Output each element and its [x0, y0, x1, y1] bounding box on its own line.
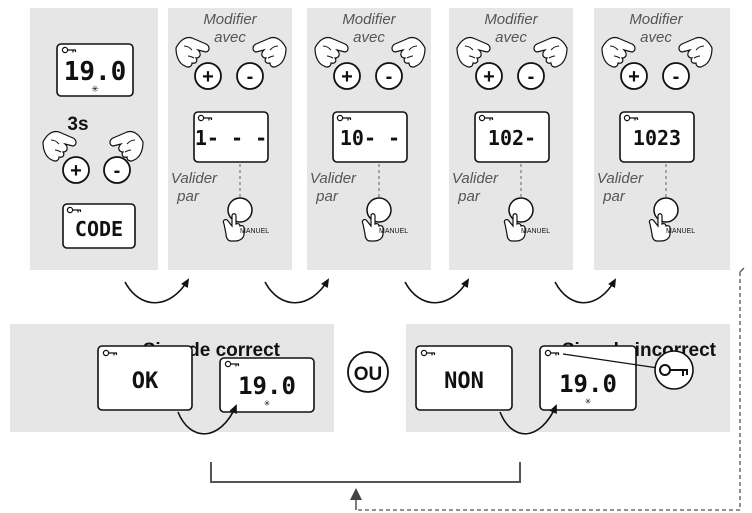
flow-arrow [124, 278, 190, 304]
validate-hint-line1: Valider [597, 170, 644, 187]
minus-button[interactable]: - [103, 156, 131, 184]
return-path-tick [739, 267, 745, 273]
results-bracket [210, 462, 521, 483]
modify-hint-line1: Modifier [484, 11, 538, 28]
plus-button[interactable]: + [475, 62, 503, 90]
lcd-value: NON [444, 369, 484, 394]
lcd-value: 19.0 [238, 372, 296, 400]
plus-label: + [70, 160, 82, 182]
lcd-value: 102- [488, 126, 536, 150]
validate-hint-line2: par [457, 188, 481, 205]
lcd-display: 1023 [619, 111, 695, 163]
minus-label: - [247, 66, 254, 88]
snowflake-icon: ✳ [585, 397, 592, 406]
hold-duration: 3s [67, 114, 88, 135]
validate-hint-line1: Valider [452, 170, 499, 187]
modify-hint-line2: avec [640, 29, 672, 46]
lcd-display: OK [97, 345, 193, 411]
manual-label: MANUEL [379, 228, 408, 235]
or-label: OU [354, 364, 383, 385]
modify-hint-line2: avec [214, 29, 246, 46]
flow-arrow [177, 404, 237, 435]
modify-hint-line1: Modifier [342, 11, 396, 28]
plus-button[interactable]: + [194, 62, 222, 90]
lcd-value: 19.0 [559, 370, 617, 398]
validate-hint-line2: par [602, 188, 626, 205]
or-badge: OU [347, 351, 389, 393]
return-arrow-head [350, 488, 362, 500]
plus-button[interactable]: + [62, 156, 90, 184]
lcd-display: 10- - [332, 111, 408, 163]
minus-button[interactable]: - [375, 62, 403, 90]
manual-button[interactable]: MANUEL [222, 197, 269, 242]
plus-label: + [341, 66, 353, 88]
flow-arrow [499, 404, 557, 435]
plus-label: + [628, 66, 640, 88]
plus-label: + [483, 66, 495, 88]
validate-hint-line2: par [315, 188, 339, 205]
plus-label: + [202, 66, 214, 88]
plus-button[interactable]: + [333, 62, 361, 90]
lcd-value: 1- - - [195, 126, 267, 150]
manual-button[interactable]: MANUEL [503, 197, 550, 242]
lcd-value: 1023 [633, 126, 681, 150]
minus-label: - [673, 66, 680, 88]
lcd-display: 19.0 ✳ [539, 345, 637, 411]
modify-hint-line1: Modifier [629, 11, 683, 28]
lcd-value: CODE [75, 217, 123, 241]
lcd-display: 1- - - [193, 111, 269, 163]
lcd-display: 102- [474, 111, 550, 163]
minus-button[interactable]: - [236, 62, 264, 90]
lcd-value: 10- - [340, 126, 400, 150]
key-icon [654, 350, 694, 390]
lcd-display: CODE [62, 203, 136, 249]
lcd-value: OK [132, 369, 159, 394]
snowflake-icon: ✳ [91, 84, 99, 94]
validate-hint-line1: Valider [310, 170, 357, 187]
lcd-display: NON [415, 345, 513, 411]
manual-label: MANUEL [240, 228, 269, 235]
modify-hint-line2: avec [353, 29, 385, 46]
minus-button[interactable]: - [517, 62, 545, 90]
manual-button[interactable]: MANUEL [648, 197, 695, 242]
minus-button[interactable]: - [662, 62, 690, 90]
manual-label: MANUEL [666, 228, 695, 235]
modify-hint-line1: Modifier [203, 11, 257, 28]
lcd-value: 19.0 [64, 57, 127, 87]
minus-label: - [386, 66, 393, 88]
return-path-line [356, 272, 741, 511]
flow-arrow [554, 278, 616, 304]
minus-label: - [114, 160, 121, 182]
minus-label: - [528, 66, 535, 88]
manual-label: MANUEL [521, 228, 550, 235]
lcd-display: 19.0 ✳ [219, 357, 315, 413]
flow-arrow [404, 278, 470, 304]
flow-arrow [264, 278, 330, 304]
callout-line [562, 353, 659, 369]
plus-button[interactable]: + [620, 62, 648, 90]
validate-hint-line2: par [176, 188, 200, 205]
modify-hint-line2: avec [495, 29, 527, 46]
lcd-display: 19.0 ✳ [56, 43, 134, 97]
validate-hint-line1: Valider [171, 170, 218, 187]
snowflake-icon: ✳ [264, 399, 271, 408]
manual-button[interactable]: MANUEL [361, 197, 408, 242]
